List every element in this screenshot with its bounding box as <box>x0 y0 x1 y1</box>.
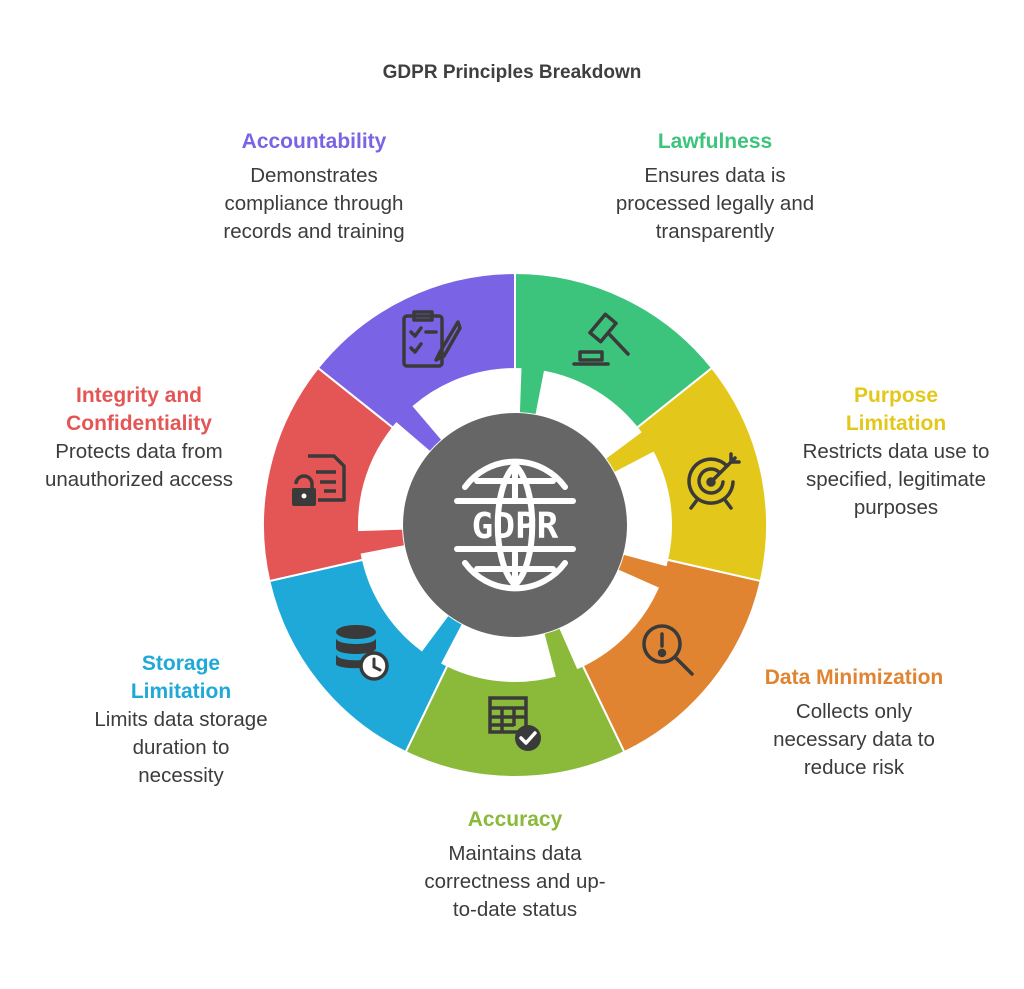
target-icon <box>681 448 745 512</box>
principle-purpose-limitation: Purpose Limitation Restricts data use to… <box>790 382 1002 522</box>
document-lock-icon <box>288 448 352 512</box>
principle-description: Restricts data use to specified, legitim… <box>802 440 990 519</box>
gdpr-center-text: GDPR <box>472 506 559 547</box>
database-clock-icon <box>330 622 394 686</box>
principle-title: Purpose Limitation <box>845 384 947 435</box>
table-check-icon <box>484 690 548 754</box>
principle-description: Limits data storage duration to necessit… <box>94 708 268 787</box>
principle-description: Maintains data correctness and up-to-dat… <box>424 842 606 921</box>
segment-minimization <box>581 552 762 754</box>
principle-description: Protects data from unauthorized access <box>44 440 234 491</box>
principle-title: Storage Limitation <box>130 652 232 703</box>
principle-description: Ensures data is processed legally and tr… <box>615 164 815 243</box>
principle-description: Demonstrates compliance through records … <box>223 164 405 243</box>
principle-lawfulness: Lawfulness Ensures data is processed leg… <box>592 128 838 246</box>
principle-data-minimization: Data Minimization Collects only necessar… <box>740 664 968 782</box>
diagram-title: GDPR Principles Breakdown <box>382 62 642 83</box>
segment-lawfulness <box>514 271 714 430</box>
segment-accuracy <box>404 626 626 778</box>
clipboard-check-icon <box>400 308 464 372</box>
principle-title: Lawfulness <box>657 130 773 153</box>
segment-accountability <box>316 271 516 454</box>
principle-storage-limitation: Storage Limitation Limits data storage d… <box>70 650 292 790</box>
gavel-icon <box>572 308 636 372</box>
principle-title: Accountability <box>241 130 387 153</box>
principle-description: Collects only necessary data to reduce r… <box>773 700 935 779</box>
magnifier-exclamation-icon <box>636 618 700 682</box>
principle-title: Accuracy <box>467 808 563 831</box>
gdpr-globe-icon: GDPR <box>447 457 583 593</box>
principle-title: Data Minimization <box>764 666 944 689</box>
principle-title: Integrity and Confidentiality <box>66 384 212 435</box>
principle-accuracy: Accuracy Maintains data correctness and … <box>408 806 622 924</box>
principle-accountability: Accountability Demonstrates compliance t… <box>204 128 424 246</box>
center-disc <box>403 413 627 637</box>
principle-integrity-confidentiality: Integrity and Confidentiality Protects d… <box>20 382 258 494</box>
